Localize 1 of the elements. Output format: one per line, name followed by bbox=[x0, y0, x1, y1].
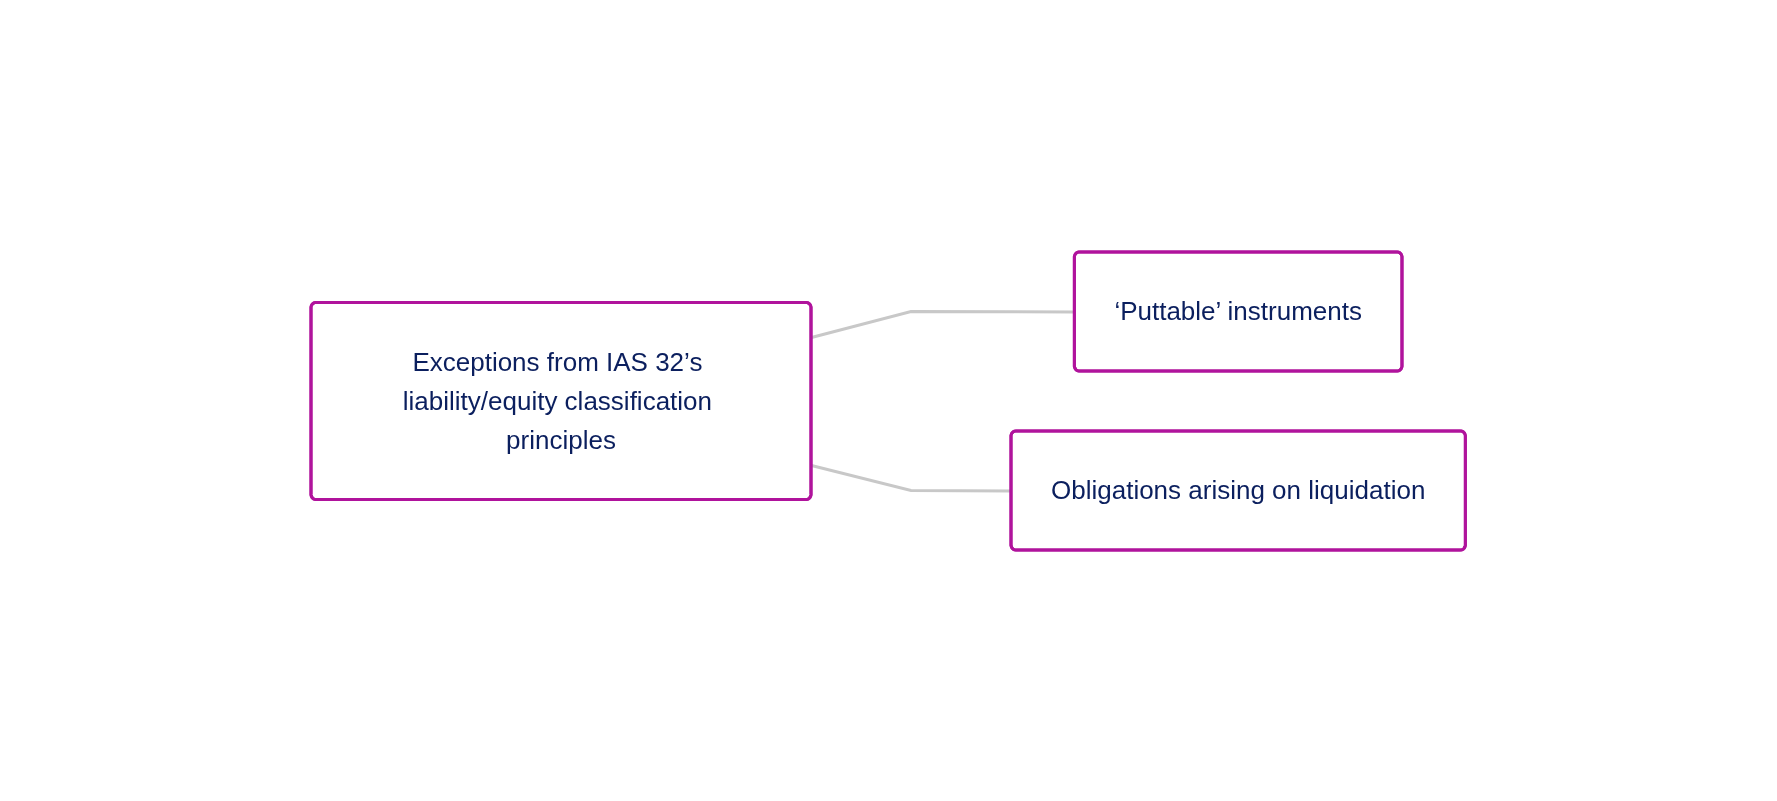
connector bbox=[811, 463, 1012, 492]
